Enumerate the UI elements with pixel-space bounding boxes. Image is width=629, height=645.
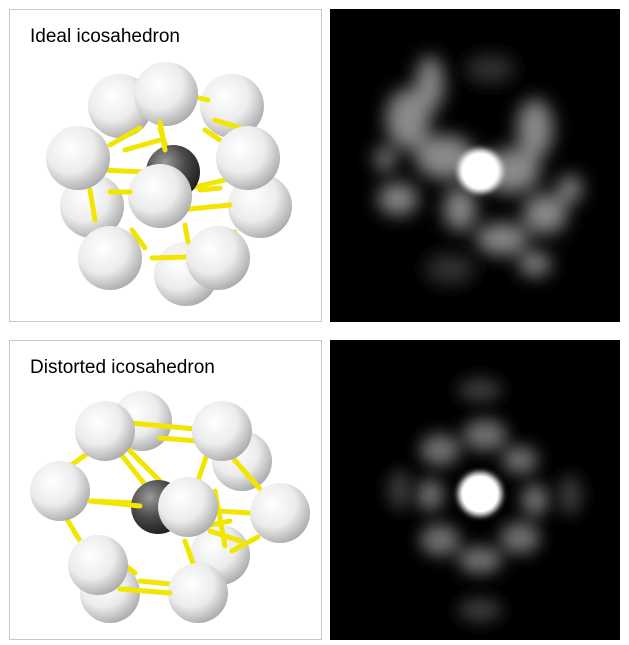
atom-sphere [228, 174, 292, 238]
ideal-icosahedron-label: Ideal icosahedron [30, 26, 180, 47]
atom-sphere [168, 563, 228, 623]
ideal-pattern-image [375, 55, 582, 284]
distorted-icosahedron-label: Distorted icosahedron [30, 357, 215, 378]
distorted-diffraction-pattern [330, 340, 620, 640]
atom-sphere [75, 401, 135, 461]
atom-sphere [186, 226, 250, 290]
ideal-diffraction-pattern [330, 9, 620, 322]
ideal-icosahedron-panel: Ideal icosahedron [9, 9, 322, 322]
atom-sphere [30, 461, 90, 521]
atom-sphere [78, 226, 142, 290]
atom-sphere [250, 483, 310, 543]
distorted-icosahedron-model [30, 391, 310, 623]
ideal-icosahedron-model [46, 62, 292, 306]
atom-sphere [134, 62, 198, 126]
atom-sphere [216, 126, 280, 190]
atom-sphere [158, 477, 218, 537]
distorted-icosahedron-panel: Distorted icosahedron [9, 340, 322, 640]
atom-sphere [128, 164, 192, 228]
atom-sphere [46, 126, 110, 190]
atom-sphere [68, 535, 128, 595]
atom-sphere [192, 401, 252, 461]
distorted-pattern-image [388, 378, 582, 622]
